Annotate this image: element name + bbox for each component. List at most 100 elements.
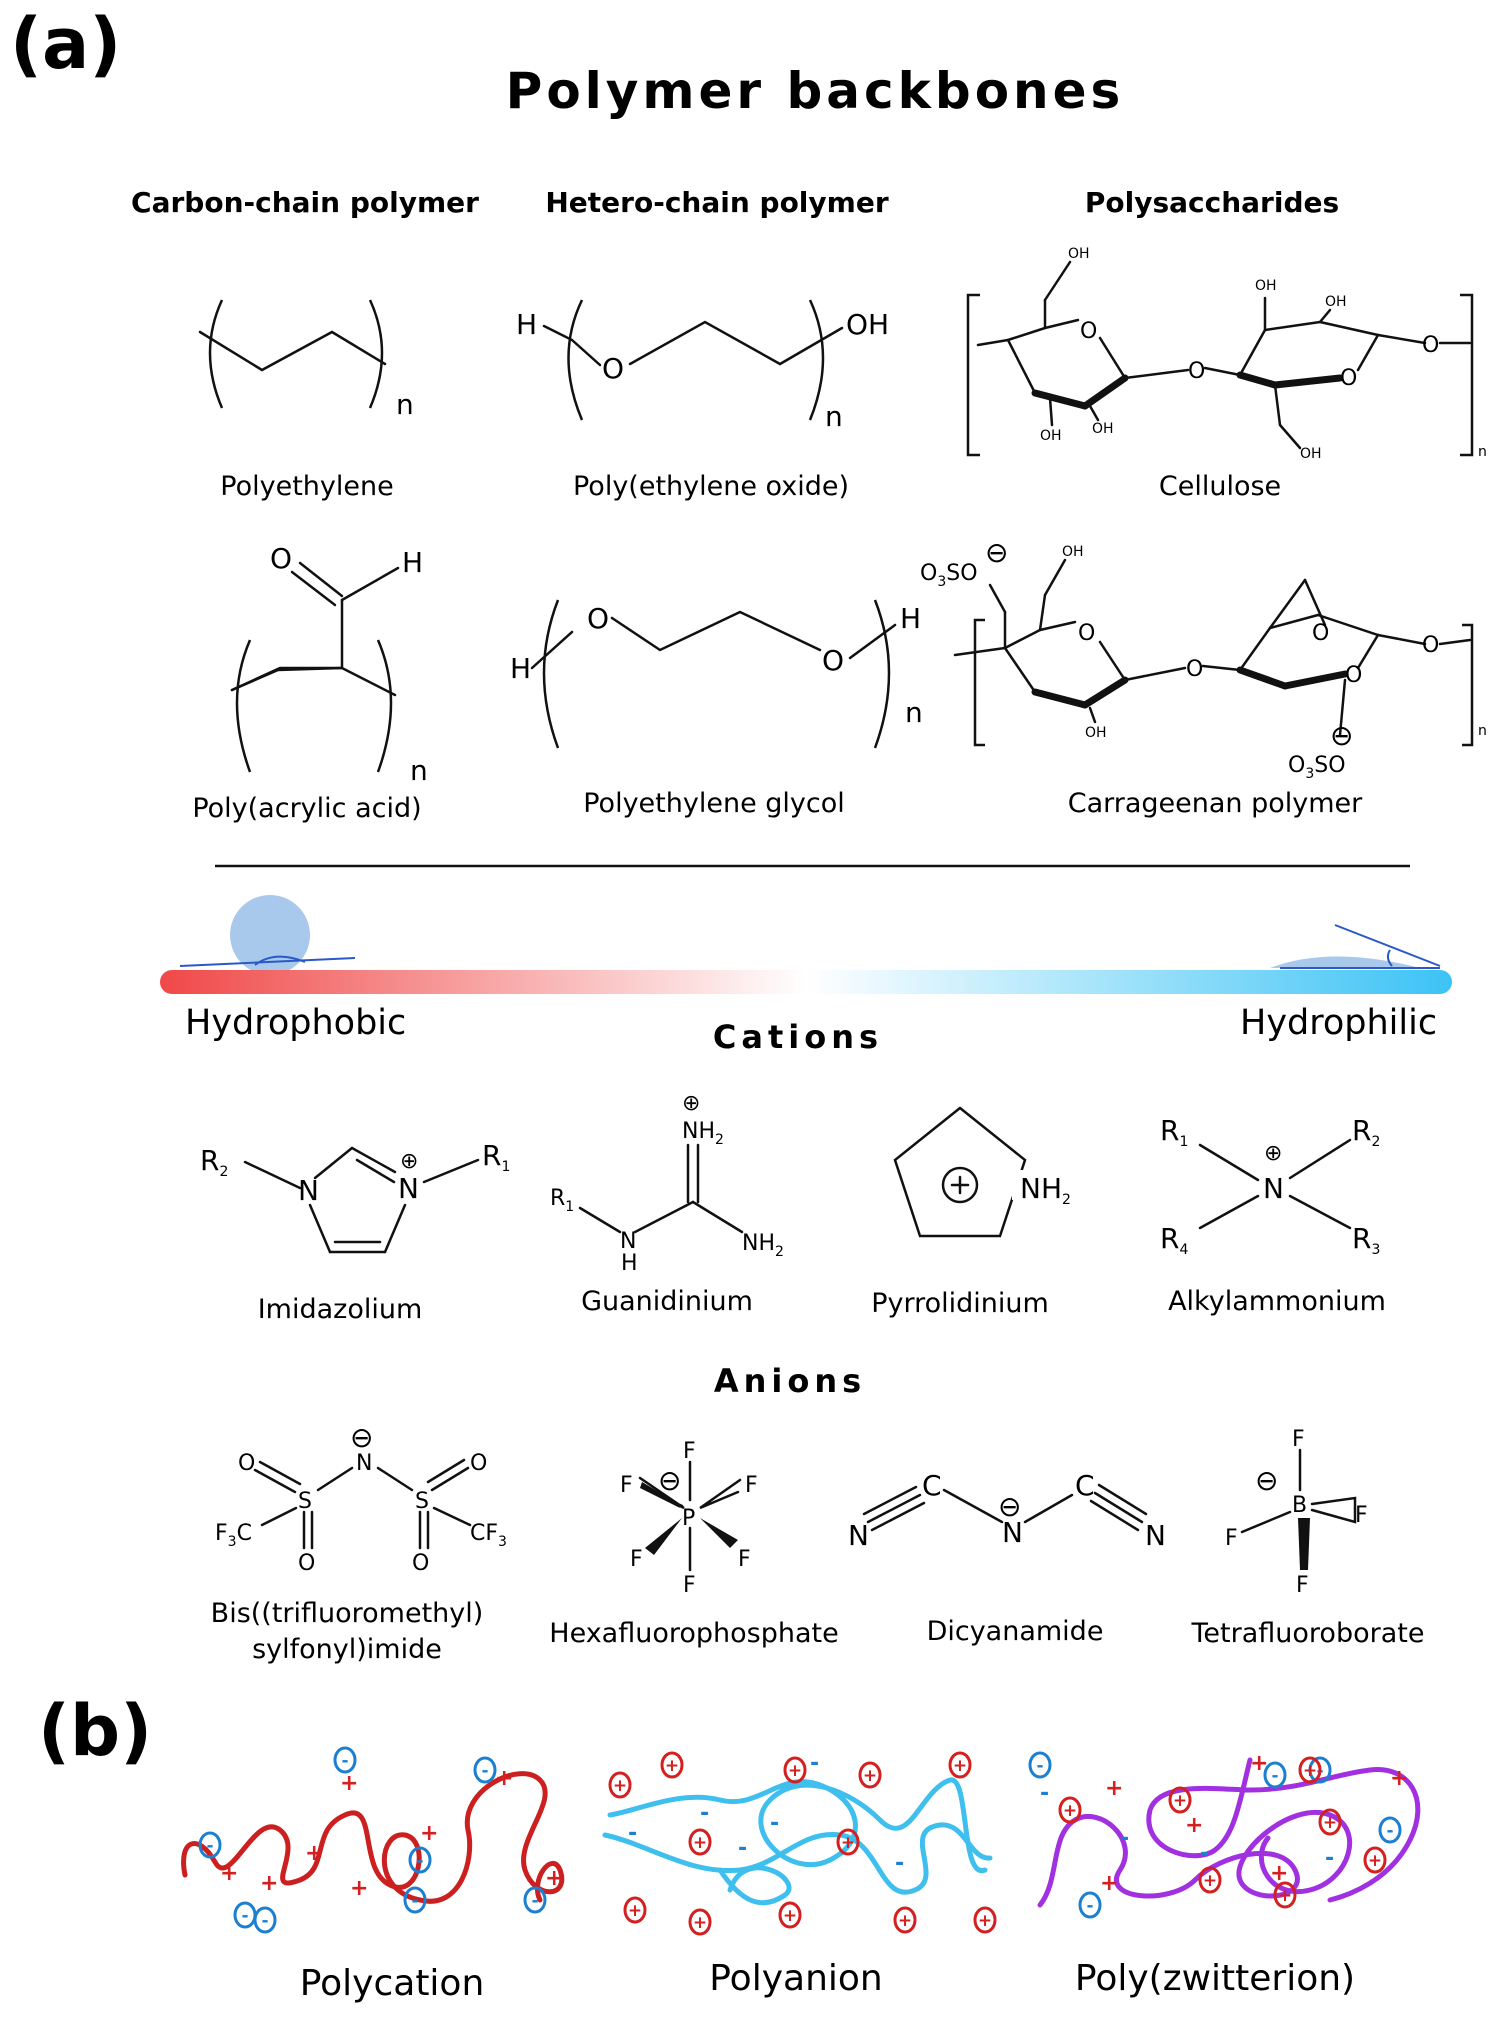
svg-text:+: +: [1203, 1871, 1217, 1891]
pf6-structure: F ⊖ P F F F F F: [620, 1439, 758, 1598]
svg-text:-: -: [1271, 1766, 1278, 1786]
cations-title: Cations: [713, 1018, 883, 1056]
name-guanidinium: Guanidinium: [581, 1286, 753, 1317]
tfsi-structure: ⊖ N S S O O O O F3C CF3: [215, 1421, 507, 1576]
imid-plus: ⊕: [400, 1149, 418, 1174]
dca-n-left: N: [848, 1519, 869, 1552]
carrageenan-ring2-o: O: [1345, 663, 1362, 688]
tfsi-cf3-left: F3C: [215, 1521, 252, 1550]
cellulose-oh-4: OH: [1325, 294, 1347, 310]
chain-charge-mark-13: +: [350, 1876, 368, 1901]
backbones-title: Polymer backbones: [506, 62, 1125, 120]
chain-charge-mark-47: +: [1185, 1813, 1203, 1838]
peg-o-left: O: [587, 602, 609, 635]
positive-ion-marker-22: +: [688, 1908, 712, 1936]
peo-h-atom: H: [516, 308, 537, 341]
cellulose-link-o: O: [1188, 359, 1205, 384]
column-header-hetero-chain: Hetero-chain polymer: [545, 186, 888, 219]
ammonium-r3: R3: [1352, 1222, 1380, 1258]
svg-text:+: +: [863, 1766, 877, 1786]
counter-ions: --------++++++++++++++++++++-----------+…: [198, 1746, 1408, 1936]
pf6-f-bl: F: [630, 1547, 643, 1572]
bf4-f-right: F: [1355, 1503, 1368, 1528]
name-dicyanamide: Dicyanamide: [927, 1616, 1104, 1647]
chain-charge-mark-9: +: [220, 1861, 238, 1886]
contact-angle-arc-right: [1386, 949, 1393, 967]
chain-charge-mark-55: -: [1325, 1846, 1334, 1871]
negative-ion-marker-6: -: [408, 1846, 432, 1874]
svg-text:+: +: [665, 1756, 679, 1776]
dca-minus: ⊖: [998, 1490, 1021, 1523]
negative-ion-marker-37: -: [1378, 1816, 1402, 1844]
svg-text:+: +: [628, 1901, 642, 1921]
positive-ion-marker-23: +: [778, 1901, 802, 1929]
svg-text:-: -: [1386, 1821, 1393, 1841]
polycation-chain: [181, 1771, 565, 1904]
chain-charge-mark-52: -: [1040, 1781, 1049, 1806]
bf4-f-left: F: [1225, 1526, 1238, 1551]
carrageenan-o3so-2: O3SO: [1288, 753, 1346, 782]
pf6-minus: ⊖: [658, 1464, 681, 1497]
carrageenan-end-o: O: [1422, 633, 1439, 658]
peo-structure: H O OH n: [516, 299, 889, 433]
bf4-b: B: [1292, 1493, 1307, 1518]
svg-text:+: +: [1303, 1761, 1317, 1781]
positive-ion-marker-42: +: [1363, 1846, 1387, 1874]
positive-ion-marker-45: +: [1168, 1786, 1192, 1814]
zwitterion-illustration: [1037, 1757, 1421, 1908]
cellulose-n: n: [1478, 444, 1487, 460]
dca-c-left: C: [922, 1469, 942, 1502]
positive-ion-marker-21: +: [623, 1896, 647, 1924]
negative-ion-marker-38: -: [1263, 1761, 1287, 1789]
dicyanamide-structure: N C ⊖ N C N: [848, 1469, 1166, 1552]
tfsi-minus: ⊖: [350, 1421, 373, 1454]
cellulose-oh-1: OH: [1040, 428, 1062, 444]
svg-text:+: +: [841, 1833, 855, 1853]
chain-charge-mark-29: -: [700, 1801, 709, 1826]
positive-ion-marker-16: +: [608, 1771, 632, 1799]
chain-charge-mark-51: +: [1100, 1871, 1118, 1896]
name-polyethylene-glycol: Polyethylene glycol: [583, 788, 845, 819]
hydrophobic-droplet: [230, 895, 310, 975]
dca-n-right: N: [1145, 1519, 1166, 1552]
polyanion-illustration: [602, 1777, 993, 1906]
svg-text:+: +: [978, 1911, 992, 1931]
svg-text:-: -: [411, 1891, 418, 1911]
peg-structure: H O O H n: [510, 599, 923, 749]
tfsi-s-left: S: [298, 1489, 312, 1514]
peg-h-right: H: [900, 602, 921, 635]
ammonium-plus: ⊕: [1264, 1141, 1282, 1166]
alkylammonium-structure: R1 R2 R4 R3 ⊕ N: [1160, 1114, 1380, 1258]
peg-h-left: H: [510, 652, 531, 685]
label-poly-zwitterion: Poly(zwitterion): [1075, 1958, 1355, 1999]
carrageenan-minus-2: ⊖: [1330, 719, 1353, 752]
paa-h-atom: H: [402, 546, 423, 579]
svg-text:-: -: [416, 1851, 423, 1871]
ammonium-n: N: [1263, 1172, 1284, 1205]
chain-charge-mark-14: +: [260, 1871, 278, 1896]
paa-structure: O H n: [230, 542, 428, 787]
polyethylene-n: n: [396, 388, 414, 421]
svg-text:-: -: [241, 1906, 248, 1926]
dca-n-center: N: [1002, 1516, 1023, 1549]
column-header-carbon-chain: Carbon-chain polymer: [131, 186, 479, 219]
chain-charge-mark-53: -: [1120, 1826, 1129, 1851]
svg-text:+: +: [693, 1833, 707, 1853]
chain-charge-mark-31: -: [738, 1836, 747, 1861]
svg-text:+: +: [1323, 1813, 1337, 1833]
carrageenan-ch2oh: OH: [1062, 544, 1084, 560]
imid-r1: R1: [482, 1139, 510, 1175]
bf4-f-bottom: F: [1296, 1573, 1309, 1598]
negative-ion-marker-0: -: [333, 1746, 357, 1774]
svg-text:+: +: [953, 1756, 967, 1776]
positive-ion-marker-20: +: [948, 1751, 972, 1779]
contact-angle-arc-left: [254, 955, 306, 966]
guan-nh-h: H: [621, 1251, 638, 1276]
polyethylene-structure: n: [198, 299, 414, 421]
tfsi-o-tl: O: [238, 1451, 255, 1476]
guan-nh-n: N: [620, 1229, 636, 1254]
bf4-minus: ⊖: [1255, 1464, 1278, 1497]
carrageenan-ring1-o: O: [1078, 621, 1095, 646]
svg-text:-: -: [481, 1761, 488, 1781]
